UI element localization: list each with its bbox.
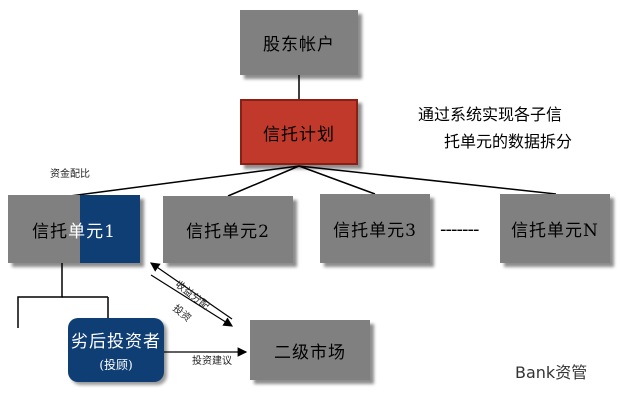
line-plan-to-unitN — [298, 165, 557, 195]
line-plan-to-unit3 — [298, 165, 376, 195]
arrow-return-distribution — [150, 262, 233, 320]
line-plan-to-unit1 — [69, 165, 300, 197]
shareholder-account-label: 股东帐户 — [263, 35, 335, 55]
trust-unit-3-box: 信托单元3 — [320, 194, 430, 263]
subordinated-investor-label: 劣后投资者 — [71, 332, 161, 352]
trust-unit-2-box: 信托单元2 — [163, 196, 293, 263]
fund-allocation-label: 资金配比 — [50, 169, 90, 180]
investment-advice-label: 投资建议 — [192, 356, 232, 367]
annotation-line-2: 托单元的数据拆分 — [444, 132, 573, 151]
trust-unit-n-box: 信托单元N — [500, 194, 610, 263]
trust-plan-label: 信托计划 — [263, 124, 335, 145]
arrow-investment — [150, 274, 234, 327]
trust-unit-2-label: 信托单元2 — [186, 222, 270, 242]
secondary-market-box: 二级市场 — [250, 320, 370, 380]
subordinated-investor-role: (投顾) — [99, 358, 133, 372]
trust-unit-n-label: 信托单元N — [511, 221, 599, 241]
annotation-line-1: 通过系统实现各子信 — [418, 105, 563, 124]
trust-unit-1-highlight — [80, 195, 140, 263]
line-unit1-branch — [17, 263, 63, 328]
watermark-text: Bank资管 — [515, 363, 588, 382]
trust-unit-1-label: 信托单元1 — [32, 217, 116, 242]
subordinated-investor-box: 劣后投资者 (投顾) — [68, 318, 164, 382]
shareholder-account-box: 股东帐户 — [240, 10, 358, 75]
trust-unit-1-label-tail: 单元1 — [68, 221, 116, 242]
trust-unit-3-label: 信托单元3 — [333, 221, 417, 241]
ellipsis-dashes: ------- — [440, 219, 479, 240]
secondary-market-label: 二级市场 — [274, 342, 346, 363]
annotation-note: 通过系统实现各子信 托单元的数据拆分 — [418, 101, 572, 155]
trust-plan-box: 信托计划 — [240, 99, 358, 165]
line-plan-to-unit2 — [227, 165, 300, 197]
trust-unit-1-label-head: 信托 — [32, 221, 69, 242]
trust-unit-1-box: 信托单元1 — [8, 195, 140, 263]
